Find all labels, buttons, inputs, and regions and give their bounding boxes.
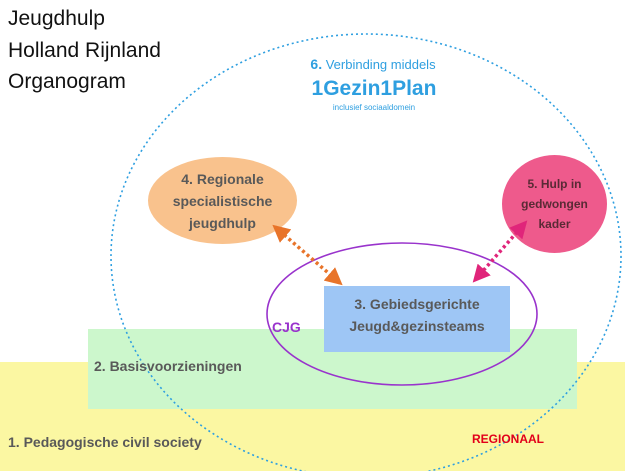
verbinding-heading: 6. Verbinding middels [288, 56, 458, 72]
basisvoorzieningen-label: 2. Basisvoorzieningen [94, 358, 242, 374]
gebiedsgerichte-teams-box [324, 286, 510, 352]
title-line-2: Holland Rijnland [8, 39, 161, 62]
hulp-gedwongen-kader-label: 5. Hulp in gedwongen kader [502, 174, 607, 234]
regionale-line-1: 4. Regionale [181, 171, 264, 187]
title-line-1: Jeugdhulp [8, 7, 105, 30]
verbinding-outer-circle [110, 33, 622, 471]
hulp-line-3: kader [538, 217, 571, 231]
gebiedsgerichte-label: 3. Gebiedsgerichte Jeugd&gezinsteams [324, 293, 510, 337]
hulp-line-2: gedwongen [521, 197, 588, 211]
civil-society-label: 1. Pedagogische civil society [8, 434, 202, 450]
verbinding-text: Verbinding middels [325, 57, 436, 72]
arrow-regionale-to-gebied [272, 224, 343, 286]
title-line-3: Organogram [8, 70, 126, 93]
gebied-line-1: 3. Gebiedsgerichte [354, 296, 480, 312]
sociaaldomein-label: inclusief sociaaldomein [332, 103, 416, 112]
cjg-label: CJG [272, 319, 301, 335]
gebied-line-2: Jeugd&gezinsteams [349, 318, 485, 334]
regionale-jeugdhulp-label: 4. Regionale specialistische jeugdhulp [148, 168, 297, 234]
cjg-ellipse-ring [266, 242, 538, 386]
arrow-hulp-to-gebied [472, 220, 528, 283]
hulp-line-1: 5. Hulp in [527, 177, 582, 191]
regionale-line-3: jeugdhulp [189, 215, 256, 231]
regionaal-label: REGIONAAL [472, 432, 544, 446]
regionale-jeugdhulp-ellipse [148, 157, 297, 244]
verbinding-number: 6. [310, 56, 323, 72]
gezin-plan-label: 1Gezin1Plan [311, 77, 437, 100]
regionale-line-2: specialistische [172, 193, 273, 209]
